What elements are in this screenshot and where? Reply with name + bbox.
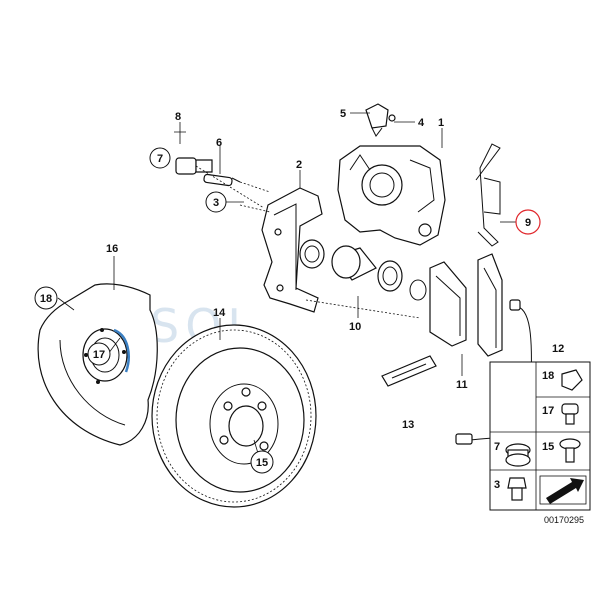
guide-bolts <box>175 157 271 213</box>
legend-item-7: 7 <box>494 441 531 467</box>
grease-packet <box>381 355 437 387</box>
anti-rattle-spring <box>475 143 501 247</box>
legend-item-18: 18 <box>542 369 583 391</box>
leader-lines <box>57 112 516 461</box>
brake-disc <box>151 324 317 508</box>
brake-pads <box>429 253 503 357</box>
callout-13: 13 <box>402 419 414 431</box>
legend-item-3: 3 <box>494 477 527 501</box>
callout-7-circled: 7 <box>149 147 171 169</box>
caliper-housing <box>337 145 446 246</box>
callout-8: 8 <box>175 111 181 123</box>
callout-14: 14 <box>213 307 226 319</box>
callout-2: 2 <box>296 159 302 171</box>
callout-15-circled: 15 <box>250 450 274 474</box>
svg-text:15: 15 <box>542 441 554 453</box>
part-number: 00170295 <box>544 515 584 525</box>
callout-18: 18 <box>40 293 52 305</box>
callout-17: 17 <box>93 349 105 361</box>
callout-7: 7 <box>157 153 163 165</box>
callout-17-circled: 17 <box>87 342 111 366</box>
callout-1: 1 <box>438 117 444 129</box>
legend-item-17: 17 <box>542 403 579 425</box>
legend-item-15: 15 <box>542 438 581 463</box>
fastener-legend: 18 17 15 7 3 <box>489 361 591 511</box>
piston-kit <box>299 239 427 319</box>
svg-text:18: 18 <box>542 370 554 382</box>
callout-6: 6 <box>216 137 222 149</box>
callout-10: 10 <box>349 321 361 333</box>
caliper-carrier <box>261 187 323 313</box>
callout-11: 11 <box>456 379 468 391</box>
svg-text:3: 3 <box>494 479 500 491</box>
callout-15: 15 <box>256 457 268 469</box>
svg-text:7: 7 <box>494 441 500 453</box>
svg-text:17: 17 <box>542 405 554 417</box>
callout-9-circled-highlight: 9 <box>515 209 541 235</box>
callout-12: 12 <box>552 343 564 355</box>
callout-4: 4 <box>418 117 425 129</box>
callout-5: 5 <box>340 108 346 120</box>
callout-3-circled: 3 <box>205 191 227 213</box>
direction-arrow-icon <box>539 475 587 505</box>
callout-16: 16 <box>106 243 118 255</box>
callout-3: 3 <box>213 197 219 209</box>
callout-9: 9 <box>525 217 531 229</box>
callout-18-circled: 18 <box>34 286 58 310</box>
bleed-screw <box>365 103 396 137</box>
